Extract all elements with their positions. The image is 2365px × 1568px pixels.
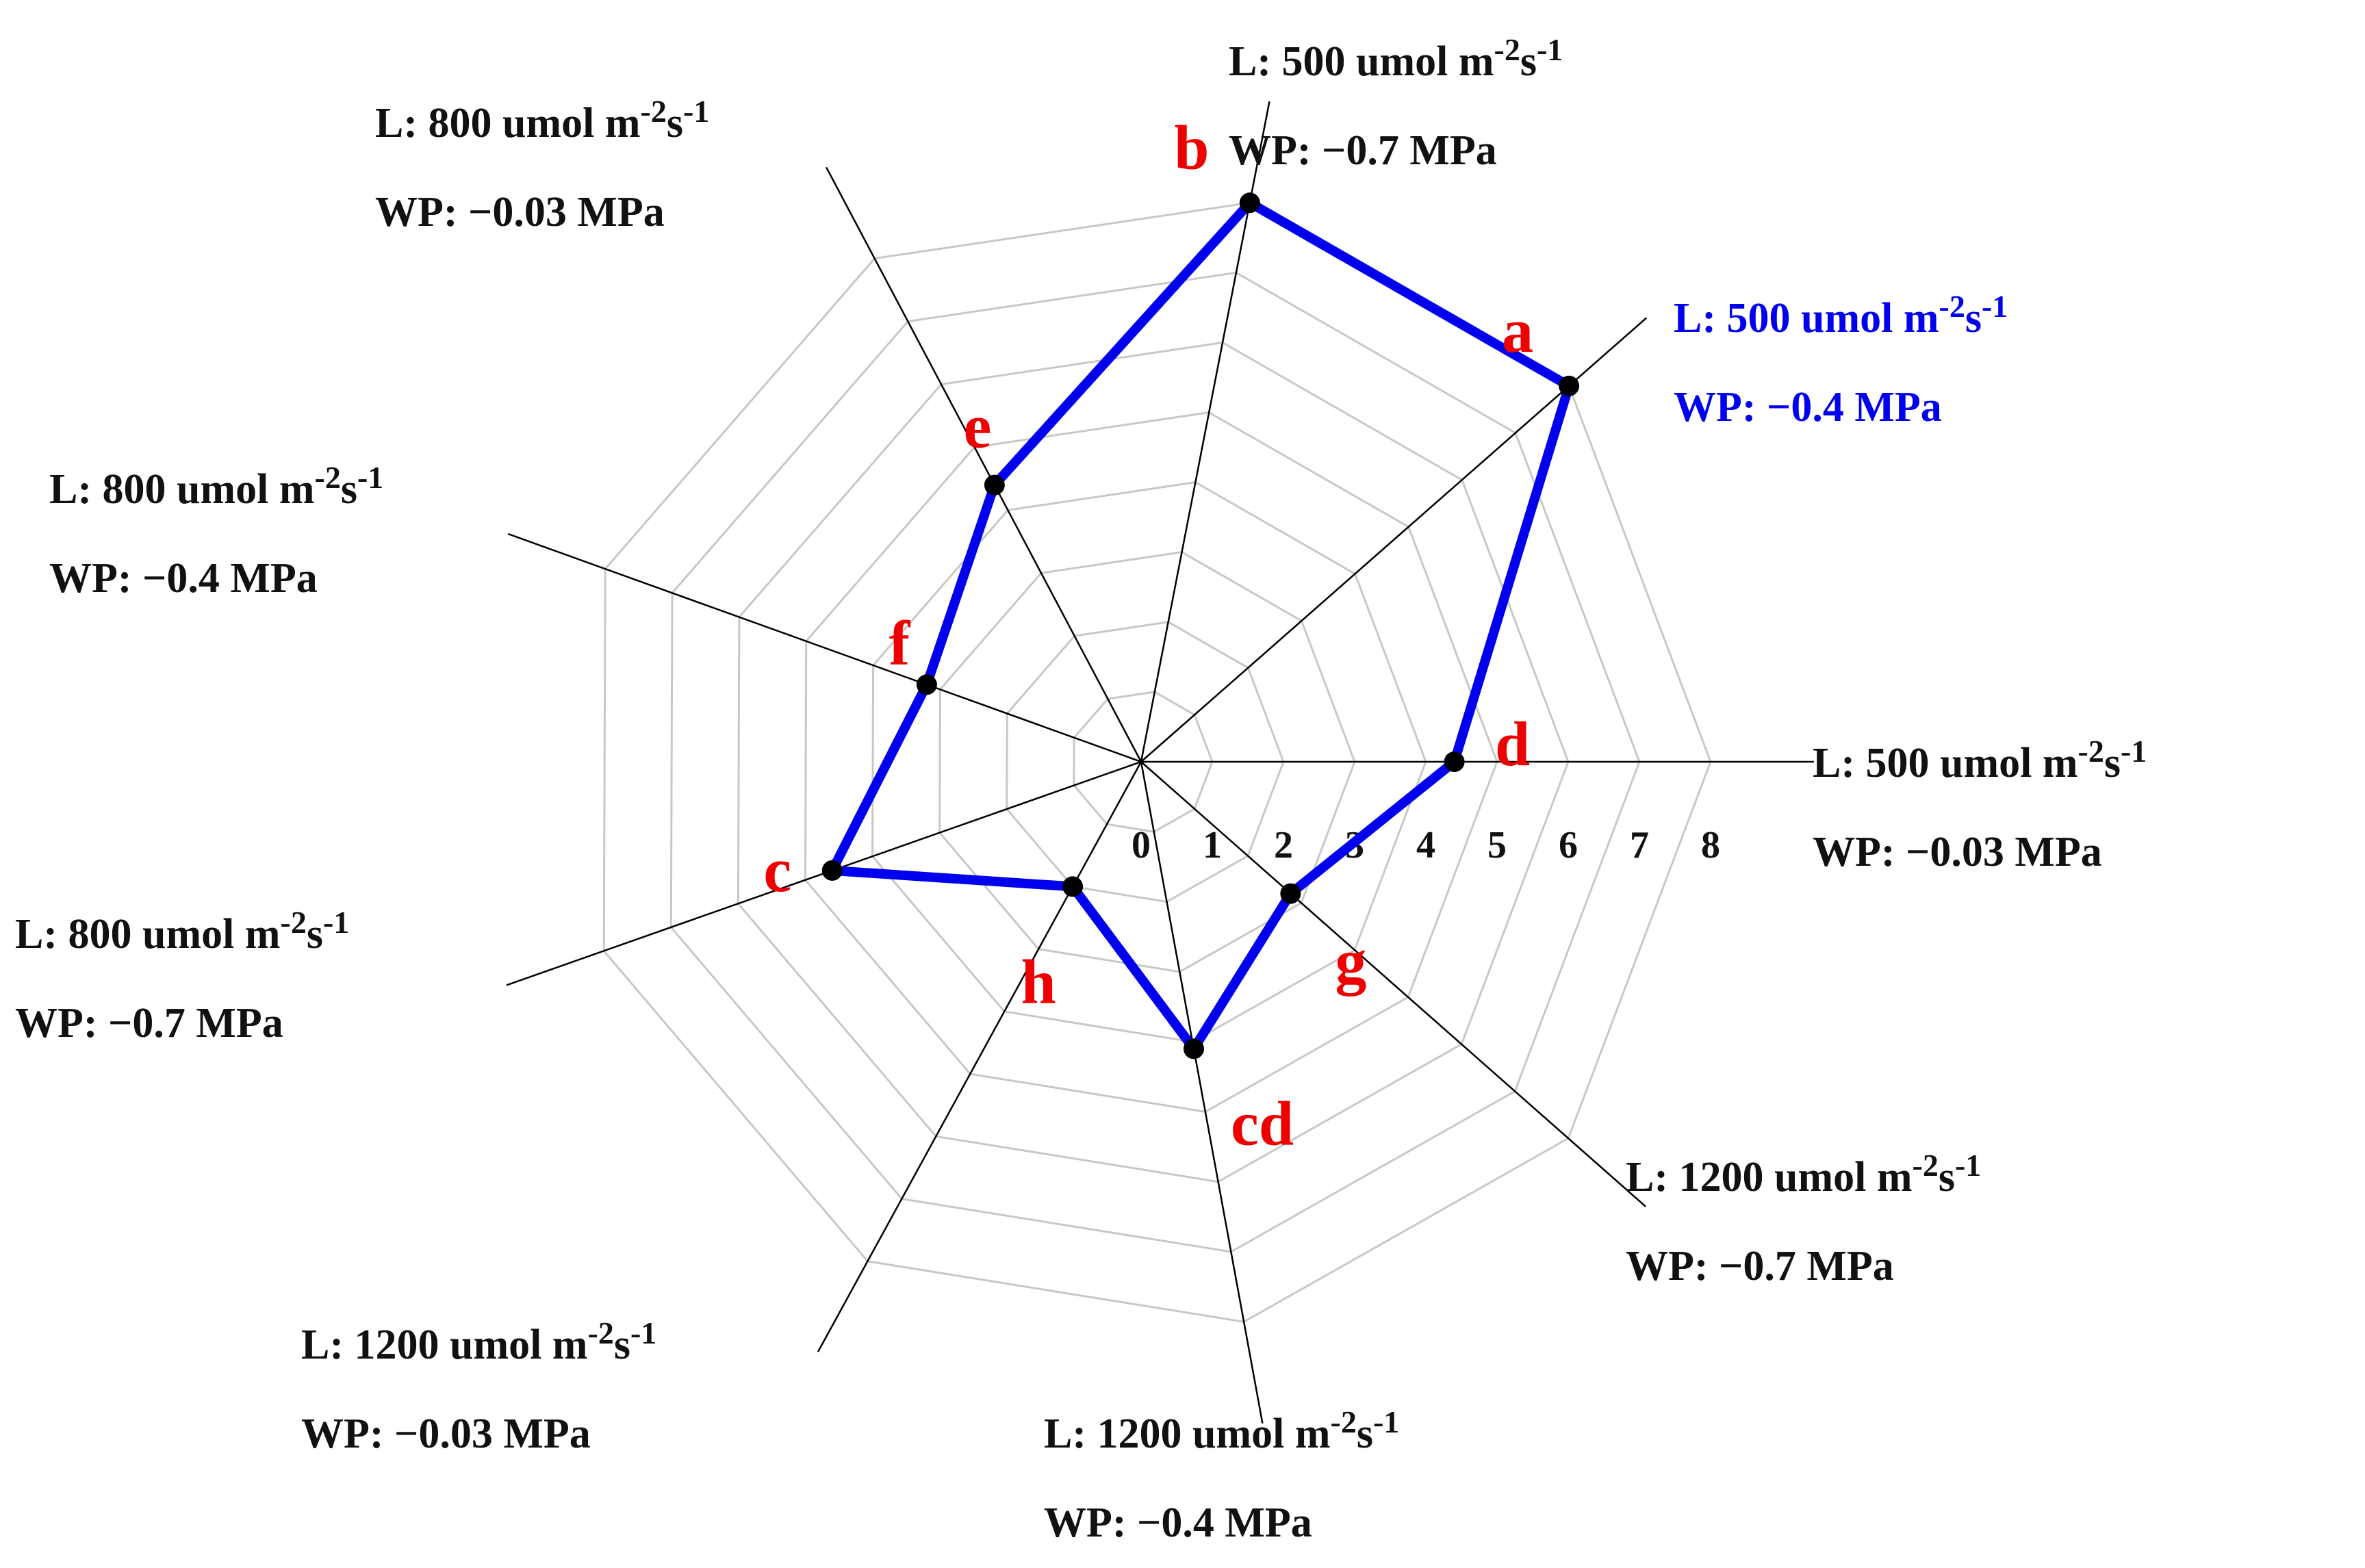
- axis-label-light: L: 800 umol m-2s-1: [375, 94, 709, 146]
- axis-label-light: L: 1200 umol m-2s-1: [1626, 1148, 1981, 1200]
- axis-label-b: L: 500 umol m-2s-1WP: −0.7 MPa: [1229, 32, 1563, 174]
- axis-label-light: L: 500 umol m-2s-1: [1229, 32, 1563, 85]
- grid-ring-2: [1006, 621, 1285, 903]
- tick-label-8: 8: [1701, 824, 1720, 866]
- data-point-c: [821, 860, 843, 881]
- tick-label-6: 6: [1559, 824, 1578, 866]
- letter-d: d: [1495, 709, 1530, 779]
- axis-label-light: L: 500 umol m-2s-1: [1813, 734, 2147, 786]
- data-point-b: [1239, 192, 1260, 214]
- grid-ring-5: [804, 411, 1498, 1114]
- letter-f: f: [889, 608, 911, 678]
- tick-label-2: 2: [1274, 824, 1293, 866]
- tick-label-5: 5: [1487, 824, 1507, 866]
- axis-label-light: L: 800 umol m-2s-1: [49, 460, 383, 513]
- grid-ring-6: [737, 341, 1570, 1183]
- axis-spoke-e: [825, 166, 1142, 762]
- data-point-cd: [1184, 1038, 1204, 1059]
- axis-spoke-g: [1140, 761, 1647, 1207]
- axis-label-wp: WP: −0.03 MPa: [301, 1411, 591, 1457]
- letter-g: g: [1335, 927, 1366, 997]
- data-point-h: [1062, 876, 1084, 897]
- axis-label-wp: WP: −0.03 MPa: [1813, 829, 2102, 875]
- grid-ring-3: [938, 551, 1356, 973]
- letter-cd: cd: [1231, 1088, 1294, 1158]
- axis-label-h: L: 1200 umol m-2s-1WP: −0.03 MPa: [301, 1315, 656, 1457]
- grid-ring-4: [871, 481, 1427, 1043]
- axis-spoke-cd: [1140, 761, 1264, 1424]
- axis-label-f: L: 800 umol m-2s-1WP: −0.4 MPa: [49, 460, 383, 602]
- marker-layer: [821, 192, 1580, 1059]
- tick-label-7: 7: [1630, 824, 1649, 866]
- axis-label-wp: WP: −0.4 MPa: [49, 555, 318, 602]
- axis-label-g: L: 1200 umol m-2s-1WP: −0.7 MPa: [1626, 1148, 1981, 1289]
- series-layer: [827, 198, 1574, 1054]
- axis-label-wp: WP: −0.4 MPa: [1674, 384, 1942, 430]
- letter-e: e: [963, 391, 991, 461]
- letter-b: b: [1174, 112, 1209, 182]
- axis-label-cd: L: 1200 umol m-2s-1WP: −0.4 MPa: [1044, 1404, 1399, 1546]
- axis-spoke-f: [507, 532, 1142, 763]
- series-line: [827, 198, 1574, 1054]
- axis-label-light: L: 800 umol m-2s-1: [15, 905, 349, 957]
- axis-label-wp: WP: −0.03 MPa: [375, 189, 665, 235]
- grid-ring-8: [602, 201, 1712, 1323]
- axis-spoke-h: [817, 761, 1142, 1352]
- axis-label-d: L: 500 umol m-2s-1WP: −0.03 MPa: [1813, 734, 2147, 875]
- tick-label-1: 1: [1203, 824, 1222, 866]
- tick-label-4: 4: [1416, 824, 1435, 866]
- axis-label-wp: WP: −0.7 MPa: [1626, 1243, 1894, 1289]
- axis-label-c: L: 800 umol m-2s-1WP: −0.7 MPa: [15, 905, 349, 1046]
- radar-grid: [602, 201, 1712, 1323]
- axis-label-light: L: 1200 umol m-2s-1: [1044, 1404, 1399, 1457]
- axis-label-light: L: 1200 umol m-2s-1: [301, 1315, 656, 1368]
- significance-letters: a b e f c h cd g d: [763, 112, 1533, 1158]
- data-point-f: [916, 674, 937, 695]
- axis-label-wp: WP: −0.7 MPa: [1229, 127, 1497, 174]
- axis-label-light: L: 500 umol m-2s-1: [1674, 289, 2008, 342]
- axis-label-wp: WP: −0.4 MPa: [1044, 1500, 1312, 1546]
- tick-label-0: 0: [1132, 824, 1151, 866]
- data-point-e: [984, 474, 1005, 496]
- axis-label-wp: WP: −0.7 MPa: [15, 1000, 283, 1046]
- axis-label-e: L: 800 umol m-2s-1WP: −0.03 MPa: [375, 94, 709, 235]
- letter-c: c: [763, 835, 791, 905]
- grid-ring-7: [669, 271, 1641, 1253]
- axis-label-a: L: 500 umol m-2s-1WP: −0.4 MPa: [1674, 289, 2008, 430]
- letter-a: a: [1502, 296, 1533, 365]
- letter-h: h: [1021, 947, 1056, 1016]
- data-point-a: [1559, 375, 1580, 396]
- data-point-g: [1280, 883, 1301, 904]
- data-point-d: [1444, 751, 1465, 772]
- grid-ring-1: [1073, 691, 1214, 833]
